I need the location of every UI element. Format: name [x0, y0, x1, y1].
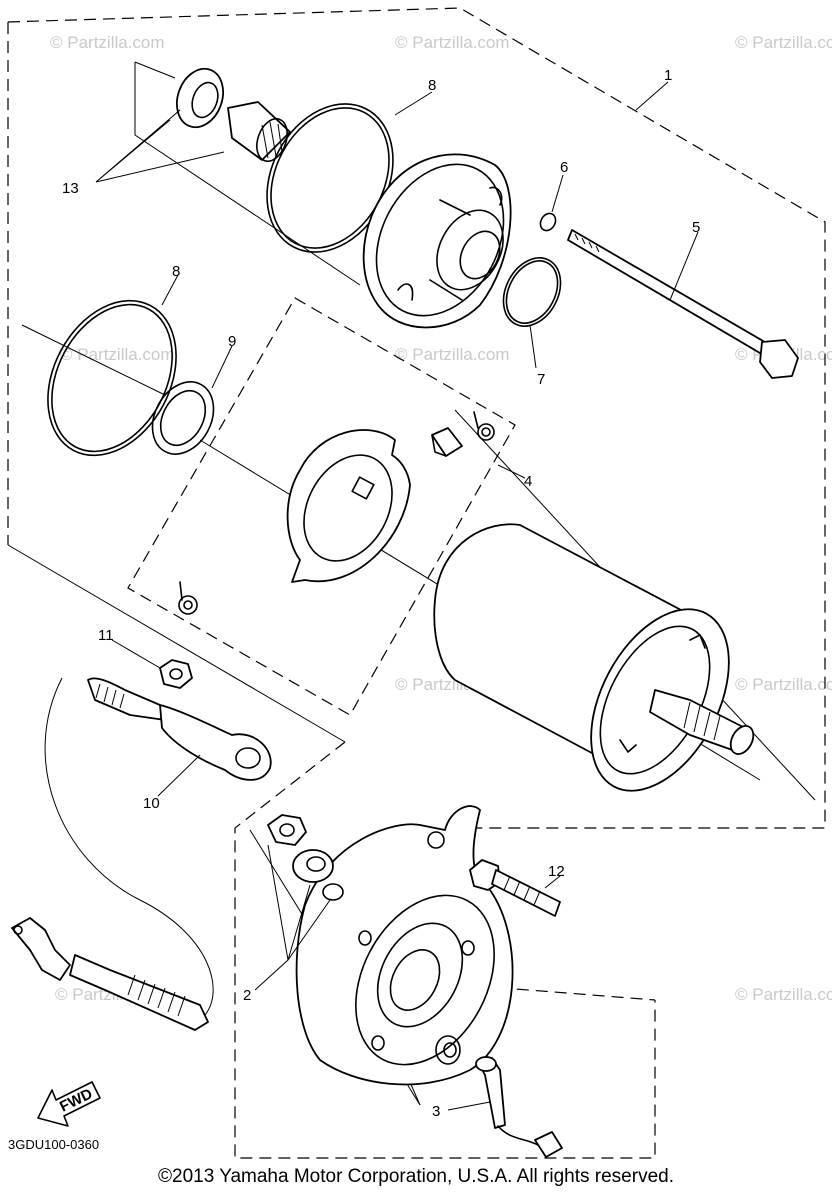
washer[interactable]: [140, 371, 225, 464]
brush-kit-outline: [127, 297, 516, 716]
callout-4: 4: [524, 473, 532, 490]
insulator-nut[interactable]: [267, 814, 307, 846]
o-ring-small[interactable]: [537, 211, 558, 234]
end-cover-outline: [234, 741, 656, 1159]
watermark-1: © Partzilla.com: [50, 33, 165, 52]
callout-5: 5: [692, 219, 700, 236]
oil-seal[interactable]: [169, 62, 231, 133]
guide-line-a: [7, 544, 346, 743]
guide-line-b: [21, 324, 166, 396]
watermark-3: © Partzilla.com: [735, 33, 832, 52]
insulator-bushing[interactable]: [292, 849, 334, 883]
callout-8-lower: 8: [172, 263, 180, 280]
diagram-code: 3GDU100-0360: [8, 1137, 100, 1152]
needle-bearing[interactable]: [227, 101, 293, 165]
callout-6: 6: [560, 159, 568, 176]
callout-8-upper: 8: [428, 77, 436, 94]
insulator-o-ring[interactable]: [322, 883, 344, 901]
callout-numbers: 1 2 3 4 5 6 7 8 8 9 10 11 12 13: [62, 67, 700, 1120]
bolt-12[interactable]: [469, 859, 561, 917]
o-ring-lower[interactable]: [22, 278, 201, 477]
through-bolt[interactable]: [567, 229, 799, 379]
starter-motor-yoke[interactable]: [433, 523, 758, 813]
callout-2: 2: [243, 987, 251, 1004]
assembly-outline: [7, 7, 826, 829]
callout-13: 13: [62, 180, 79, 197]
guide-line-d: [134, 61, 176, 79]
lead-wire[interactable]: [11, 677, 272, 1031]
callout-1: 1: [664, 67, 672, 84]
nut-11[interactable]: [159, 659, 193, 689]
rear-end-cover[interactable]: [295, 805, 522, 1088]
brush-spring-lower[interactable]: [178, 581, 198, 615]
brush-spring-upper[interactable]: [473, 411, 495, 441]
front-cover[interactable]: [351, 142, 529, 338]
watermark-5: © Partzilla.com: [395, 345, 510, 364]
fwd-arrow-icon: FWD: [37, 1081, 101, 1127]
callout-12: 12: [548, 863, 565, 880]
brush-plate[interactable]: [286, 429, 411, 583]
watermark-2: © Partzilla.com: [395, 33, 510, 52]
o-ring-7[interactable]: [492, 248, 572, 336]
leader-lines: [95, 81, 699, 1111]
watermark-11: © Partzilla.com: [735, 985, 832, 1004]
callout-9: 9: [228, 333, 236, 350]
callout-10: 10: [143, 795, 160, 812]
brush-holder[interactable]: [475, 1056, 563, 1158]
callout-11: 11: [98, 627, 114, 644]
callout-7: 7: [537, 371, 545, 388]
callout-3: 3: [432, 1103, 440, 1120]
watermark-8: © Partzilla.com: [735, 675, 832, 694]
brush[interactable]: [431, 427, 463, 457]
watermark-4: © Partzilla.com: [60, 345, 175, 364]
copyright-notice: ©2013 Yamaha Motor Corporation, U.S.A. A…: [158, 1166, 674, 1187]
